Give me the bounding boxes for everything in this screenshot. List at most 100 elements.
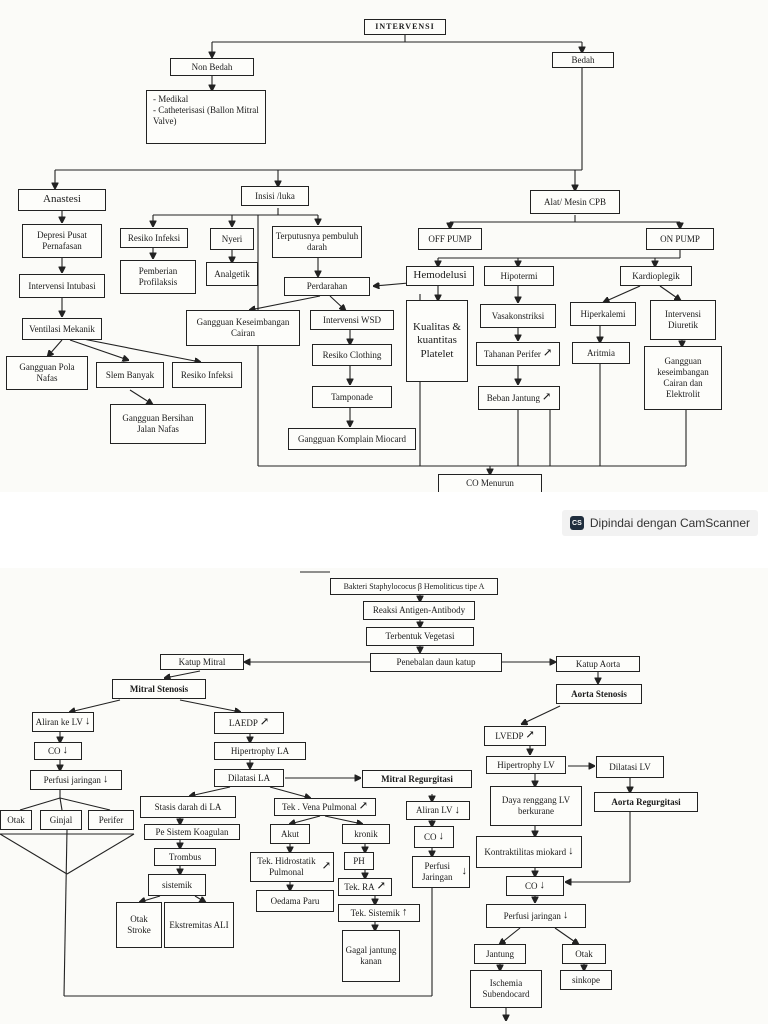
co-aorta-node: CO↓ [506,876,564,896]
intervensi-wsd-node: Intervensi WSD [310,310,394,330]
up-arrow-icon: ↗ [358,800,368,813]
slem-node: Slem Banyak [96,362,164,388]
hipertrophy-lv-node: Hipertrophy LV [486,756,566,774]
endocarditis-connectors [0,571,768,1024]
tahanan-perifer-node: Tahanan Perifer↗ [476,342,560,366]
tek-ra-label: Tek. RA [344,881,375,892]
tek-sistemik-node: Tek. Sistemik↑ [338,904,420,922]
laedp-label: LAEDP [228,717,258,728]
co-regurgitasi-node: CO↓ [414,826,454,848]
co-regurgitasi-label: CO [423,831,437,842]
reaksi-node: Reaksi Antigen-Antibody [363,601,475,620]
intervensi-diagram: INTERVENSI Non Bedah Bedah - Medikal - C… [0,0,768,492]
up-arrow-icon: ↗ [525,729,535,742]
tek-ra-node: Tek. RA↗ [338,878,392,896]
perifer-node: Perifer [88,810,134,830]
co-mitral-node: CO↓ [34,742,82,760]
perfusi-regurgitasi-label: Perfusi Jaringan [422,861,453,882]
down-arrow-icon: ↓ [562,909,569,922]
co-menurun-node: CO Menurun [438,474,542,492]
gangguan-bersihan-node: Gangguan Bersihan Jalan Nafas [110,404,206,444]
perfusi-mitral-label: Perfusi jaringan [43,774,101,785]
up-arrow-icon: ↗ [321,860,331,873]
vegetasi-node: Terbentuk Vegetasi [366,627,474,646]
up-arrow-icon: ↑ [401,906,408,919]
kardioplegik-node: Kardioplegik [620,266,692,286]
tek-sistemik-label: Tek. Sistemik [350,907,400,918]
up-arrow-icon: ↗ [542,391,552,404]
intubasi-node: Intervensi Intubasi [19,274,105,298]
up-arrow-icon: ↗ [542,347,553,360]
perfusi-aorta-label: Perfusi jaringan [503,910,561,921]
hipotermi-node: Hipotermi [484,266,554,286]
endocarditis-diagram: Bakteri Staphylococus β Hemoliticus tipe… [0,568,768,1024]
ph-node: PH [344,852,374,870]
off-pump-node: OFF PUMP [418,228,482,250]
trombus-node: Trombus [154,848,216,866]
vasokonstriksi-node: Vasakonstriksi [480,304,556,328]
down-arrow-icon: ↓ [84,715,91,728]
gangguan-komplain-node: Gangguan Komplain Miocard [288,428,416,450]
beban-jantung-node: Beban Jantung↗ [478,386,560,410]
beban-jantung-label: Beban Jantung [486,392,541,403]
gagal-jantung-node: Gagal jantung kanan [342,930,400,982]
perfusi-aorta-node: Perfusi jaringan↓ [486,904,586,928]
perdarahan-node: Perdarahan [284,277,370,296]
down-arrow-icon: ↓ [568,845,574,858]
pe-sistem-node: Pe Sistem Koagulan [144,824,240,840]
terputus-node: Terputusnya pembuluh darah [272,226,362,258]
gangguan-keseimbangan-node: Gangguan Keseimbangan Cairan [186,310,300,346]
depresi-node: Depresi Pusat Pernafasan [22,224,102,258]
otak-node: Otak [0,810,32,830]
ginjal-node: Ginjal [40,810,82,830]
perfusi-mitral-node: Perfusi jaringan↓ [30,770,122,790]
aorta-stenosis-node: Aorta Stenosis [556,684,642,704]
anastesi-node: Anastesi [18,189,106,211]
down-arrow-icon: ↓ [454,803,460,816]
up-arrow-icon: ↗ [376,880,386,893]
kualitas-node: Kualitas & kuantitas Platelet [406,300,468,382]
medikal-item: - Medikal [153,94,189,104]
otak-stroke-node: Otak Stroke [116,902,162,948]
aliran-lv-regurgitasi-label: Aliran LV [416,805,453,816]
mitral-regurgitasi-node: Mitral Regurgitasi [362,770,472,788]
resiko-infeksi-insisi-node: Resiko Infeksi [120,228,188,248]
lvedp-label: LVEDP [495,730,524,741]
co-aorta-label: CO [524,880,538,891]
alat-cpb-node: Alat/ Mesin CPB [530,190,620,214]
non-bedah-node: Non Bedah [170,58,254,76]
camscanner-watermark: CS Dipindai dengan CamScanner [561,510,758,536]
sistemik-node: sistemik [148,874,206,896]
tek-hidrostatik-node: Tek. Hidrostatik Pulmonal↗ [250,852,334,882]
tek-vena-label: Tek . Vena Pulmonal [282,801,357,812]
katup-mitral-node: Katup Mitral [160,654,244,670]
gangguan-pola-node: Gangguan Pola Nafas [6,356,88,390]
down-arrow-icon: ↓ [461,865,468,878]
lvedp-node: LVEDP↗ [484,726,546,746]
katup-aorta-node: Katup Aorta [556,656,640,672]
kronik-node: kronik [342,824,390,844]
gangguan-cairan-elektrolit-node: Gangguan keseimbangan Cairan dan Elektro… [644,346,722,410]
watermark-text: Dipindai dengan CamScanner [589,516,750,530]
down-arrow-icon: ↓ [438,830,445,843]
non-bedah-list: - Medikal - Catheterisasi (Ballon Mitral… [146,90,266,144]
penebalan-node: Penebalan daun katup [370,653,502,672]
hemodelusi-node: Hemodelusi [406,266,474,286]
perfusi-regurgitasi-node: Perfusi Jaringan ↓ [412,856,470,888]
dilatasi-lv-node: Dilatasi LV [596,756,664,778]
ekstremitas-node: Ekstremitas ALI [164,902,234,948]
aritmia-node: Aritmia [572,342,630,364]
catheter-item: - Catheterisasi (Ballon Mitral Valve) [153,104,259,126]
intervensi-title: INTERVENSI [364,19,446,35]
bakteri-node: Bakteri Staphylococus β Hemoliticus tipe… [330,578,498,595]
ventilasi-node: Ventilasi Mekanik [22,318,102,340]
co-mitral-label: CO [47,745,61,756]
down-arrow-icon: ↓ [102,773,109,786]
tahanan-perifer-label: Tahanan Perifer [483,348,541,359]
kontraktilitas-node: Kontraktilitas miokard↓ [476,836,582,868]
aliran-lv-regurgitasi-node: Aliran LV↓ [406,801,470,820]
down-arrow-icon: ↓ [62,744,69,757]
bedah-node: Bedah [552,52,614,68]
insisi-node: Insisi /luka [241,186,309,206]
intervensi-diuretik-node: Intervensi Diuretik [650,300,716,340]
